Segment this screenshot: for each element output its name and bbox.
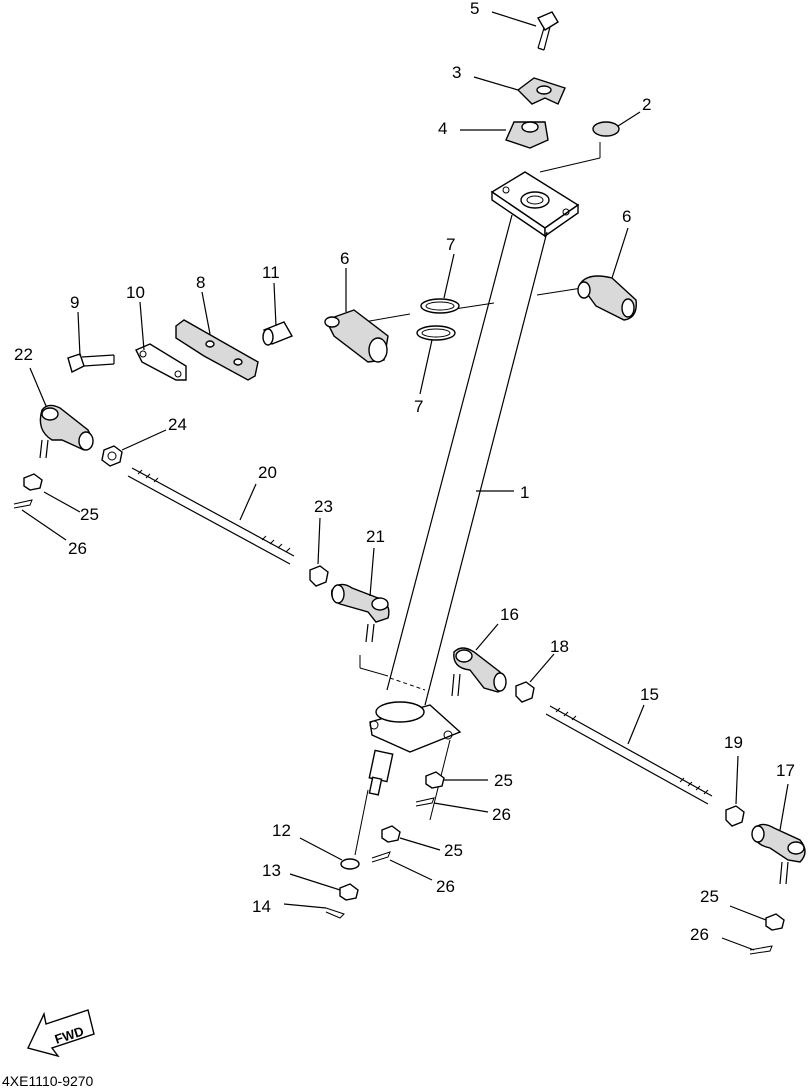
label-9: 9 <box>70 293 79 312</box>
bolt-9 <box>67 353 115 374</box>
clamp-3 <box>516 77 566 105</box>
cotter-pin-26-mid <box>371 851 391 863</box>
label-26-left: 26 <box>68 539 87 558</box>
label-26-mid-right: 26 <box>492 805 511 824</box>
label-16: 16 <box>500 605 519 624</box>
tie-rod-end-22 <box>39 404 94 459</box>
tie-rod-end-16 <box>451 647 507 697</box>
label-4: 4 <box>438 119 447 138</box>
label-17: 17 <box>776 761 795 780</box>
leader-lines <box>21 11 789 951</box>
nut-23 <box>309 565 329 587</box>
label-22: 22 <box>14 345 33 364</box>
castle-nut-25-mid-right <box>425 771 445 789</box>
fwd-arrow-icon: FWD <box>27 1009 95 1058</box>
castle-nut-25-mid <box>381 825 401 843</box>
bushing-6-right <box>577 275 637 321</box>
label-13: 13 <box>262 861 281 880</box>
label-5: 5 <box>470 0 479 18</box>
label-25-mid: 25 <box>444 841 463 860</box>
label-18: 18 <box>550 637 569 656</box>
tie-rod-15 <box>545 705 713 805</box>
part-labels: 1 2 3 4 5 6 6 7 7 8 9 10 11 12 13 14 15 … <box>14 0 795 944</box>
label-2: 2 <box>642 95 651 114</box>
nut-13 <box>339 883 359 901</box>
label-19: 19 <box>724 733 743 752</box>
label-12: 12 <box>272 821 291 840</box>
label-25-left: 25 <box>80 505 99 524</box>
holder-6-left <box>324 309 389 363</box>
bolt-5 <box>536 11 559 51</box>
label-7-upper: 7 <box>446 235 455 254</box>
plate-8 <box>175 319 259 381</box>
castle-nut-25-left <box>23 473 43 491</box>
circlip-7-upper <box>420 298 460 314</box>
label-20: 20 <box>258 463 277 482</box>
label-14: 14 <box>252 897 271 916</box>
label-11: 11 <box>262 263 280 282</box>
label-26-right: 26 <box>690 925 709 944</box>
label-3: 3 <box>452 63 461 82</box>
nut-24 <box>101 445 123 467</box>
label-6-right: 6 <box>622 207 631 226</box>
tie-rod-end-17 <box>751 823 806 885</box>
label-8: 8 <box>196 273 205 292</box>
clamp-4 <box>505 121 549 149</box>
guide-lines <box>354 142 601 856</box>
nut-18 <box>515 681 535 703</box>
label-24: 24 <box>168 415 187 434</box>
washer-12 <box>340 858 360 870</box>
label-10: 10 <box>126 283 145 302</box>
cap-2 <box>592 121 620 137</box>
tie-rod-20 <box>127 467 295 565</box>
label-6-left: 6 <box>340 249 349 268</box>
circlip-7-lower <box>416 325 456 341</box>
drawing-code: 4XE1110-9270 <box>2 1073 94 1089</box>
tie-rod-end-21 <box>330 583 390 643</box>
label-26-mid: 26 <box>436 877 455 896</box>
castle-nut-25-right <box>765 913 785 931</box>
lock-washer-10 <box>135 343 187 381</box>
label-21: 21 <box>366 527 385 546</box>
label-1: 1 <box>520 483 529 502</box>
label-15: 15 <box>640 685 659 704</box>
cotter-pin-26-right <box>749 945 773 955</box>
label-7-lower: 7 <box>414 397 423 416</box>
label-23: 23 <box>314 497 333 516</box>
collar-11 <box>262 321 294 346</box>
steering-shaft <box>368 171 580 796</box>
label-25-right: 25 <box>700 887 719 906</box>
label-25-mid-right: 25 <box>494 771 513 790</box>
cotter-pin-26-mid-right <box>415 797 435 807</box>
nut-19 <box>725 805 745 827</box>
cotter-pin-26-left <box>13 499 33 509</box>
cotter-pin-14 <box>325 907 345 919</box>
